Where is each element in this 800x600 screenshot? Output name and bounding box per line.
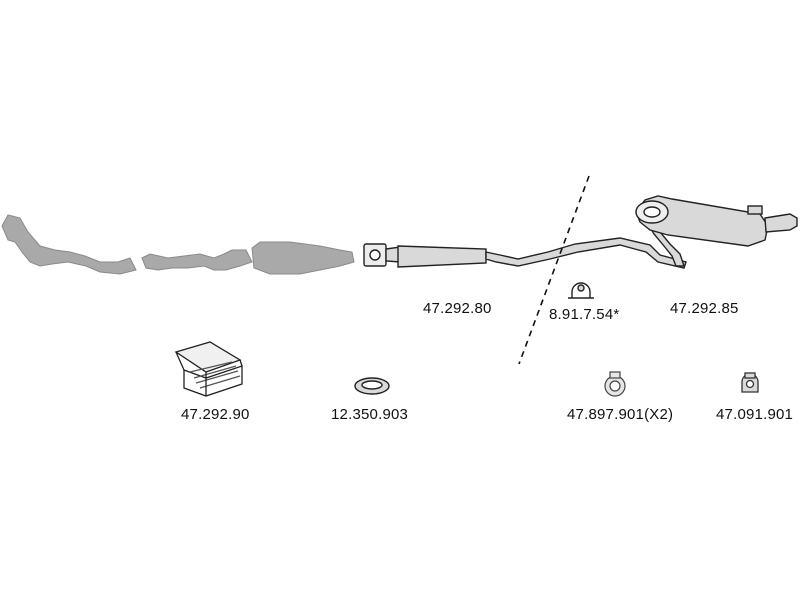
rubber-hanger-a-icon [604,371,626,397]
section-divider [518,175,590,365]
gasket-icon [354,377,390,395]
part-number-clamp: 8.91.7.54* [549,306,620,323]
middle-pipe-tube [485,237,687,269]
part-number-gasket: 12.350.903 [331,406,409,423]
part-number-rubber-hanger-b: 47.091.901 [716,406,794,423]
part-number-rubber-hanger-a: 47.897.901(X2) [567,406,674,423]
rubber-hanger-b-icon [741,372,759,393]
front-pipe-ghost [1,214,355,275]
rear-silencer-tailpipe [764,213,798,233]
clamp-icon [568,282,594,299]
middle-pipe-inlet [369,249,381,261]
rear-silencer-box [635,195,769,247]
middle-pipe-silencer [397,245,487,268]
rear-silencer-part [635,195,798,267]
fitting-kit-icon [174,341,243,397]
rear-silencer-outlet-hole [643,206,661,218]
part-number-fitting-kit: 47.292.90 [181,406,250,423]
rear-silencer-hanger [747,205,763,215]
part-number-rear-silencer: 47.292.85 [670,300,739,317]
middle-pipe-part [363,237,687,269]
part-number-middle-pipe: 47.292.80 [423,300,492,317]
